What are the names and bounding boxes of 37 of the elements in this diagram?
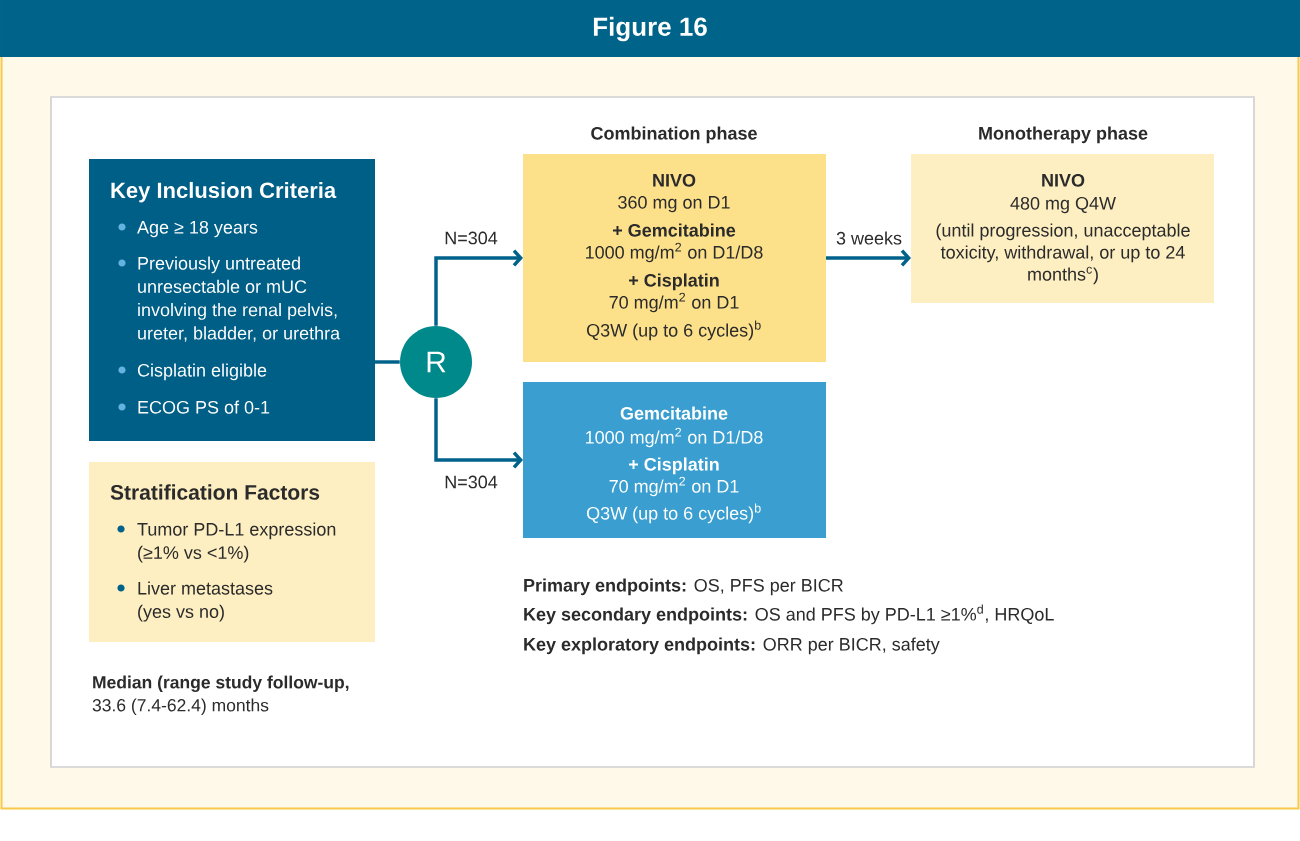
- arrow: [434, 398, 523, 469]
- drug-name: Gemcitabine: [620, 406, 728, 420]
- drug-name: NIVO: [1042, 173, 1085, 187]
- dose-text: Q3W (up to 6 cycles)$^{b}$: [587, 320, 761, 341]
- dose-text: 1000 mg/m$^{2}$ on D1/D8: [586, 242, 763, 263]
- dose-text: 480 mg Q4W: [1010, 196, 1116, 214]
- edge-label: N=304: [442, 230, 500, 246]
- drug-name: + Cisplatin: [629, 457, 719, 475]
- dose-text: 1000 mg/m$^{2}$ on D1/D8: [586, 427, 763, 448]
- arrow: [434, 249, 523, 326]
- box-heading: Stratification Factors: [110, 484, 320, 500]
- title-bar: Figure 16: [0, 0, 1300, 57]
- note-text: Median (range study follow-up, 33.6 (7.4-62.4) months: [92, 675, 349, 715]
- bullet-text: Liver metastases (yes vs no): [138, 581, 273, 622]
- endpoint-text: Primary endpoints: OS, PFS per BICR: [524, 578, 843, 596]
- dose-text: 70 mg/m$^{2}$ on D1: [609, 292, 739, 313]
- edge-label: N=304: [442, 474, 500, 490]
- drug-name: + Gemcitabine: [613, 223, 736, 237]
- bullet-text: Tumor PD-L1 expression (≥1% vs <1%): [137, 522, 336, 563]
- bullet-text: Previously untreated unresectable or mUC involving the renal pelvis, ureter, bladder, or urethra: [138, 256, 341, 342]
- phase-heading: Monotherapy phase: [979, 126, 1148, 144]
- endpoint-text: Key exploratory endpoints: ORR per BICR, safety: [524, 637, 940, 655]
- dose-text: (until progression, unacceptable toxicity, withdrawal, or up to 24 months$^{c}$): [936, 223, 1190, 285]
- box-heading: Key Inclusion Criteria: [111, 181, 337, 203]
- bullet-text: Age ≥ 18 years: [137, 220, 258, 238]
- endpoint-text: Key secondary endpoints: OS and PFS by PD-L1 ≥1%$^{d}$, HRQoL: [524, 604, 1054, 625]
- arrow: [826, 249, 911, 267]
- drug-name: NIVO: [653, 173, 696, 187]
- drug-name: + Cisplatin: [629, 273, 719, 291]
- bullet-text: Cisplatin eligible: [137, 363, 267, 381]
- edge-label: 3 weeks: [834, 230, 904, 246]
- dose-text: 70 mg/m$^{2}$ on D1: [609, 476, 739, 497]
- phase-heading: Combination phase: [591, 126, 757, 144]
- bullet-text: ECOG PS of 0-1: [138, 400, 270, 414]
- dose-text: 360 mg on D1: [618, 195, 730, 213]
- dose-text: Q3W (up to 6 cycles)$^{b}$: [587, 503, 761, 524]
- connector-line: [375, 360, 400, 364]
